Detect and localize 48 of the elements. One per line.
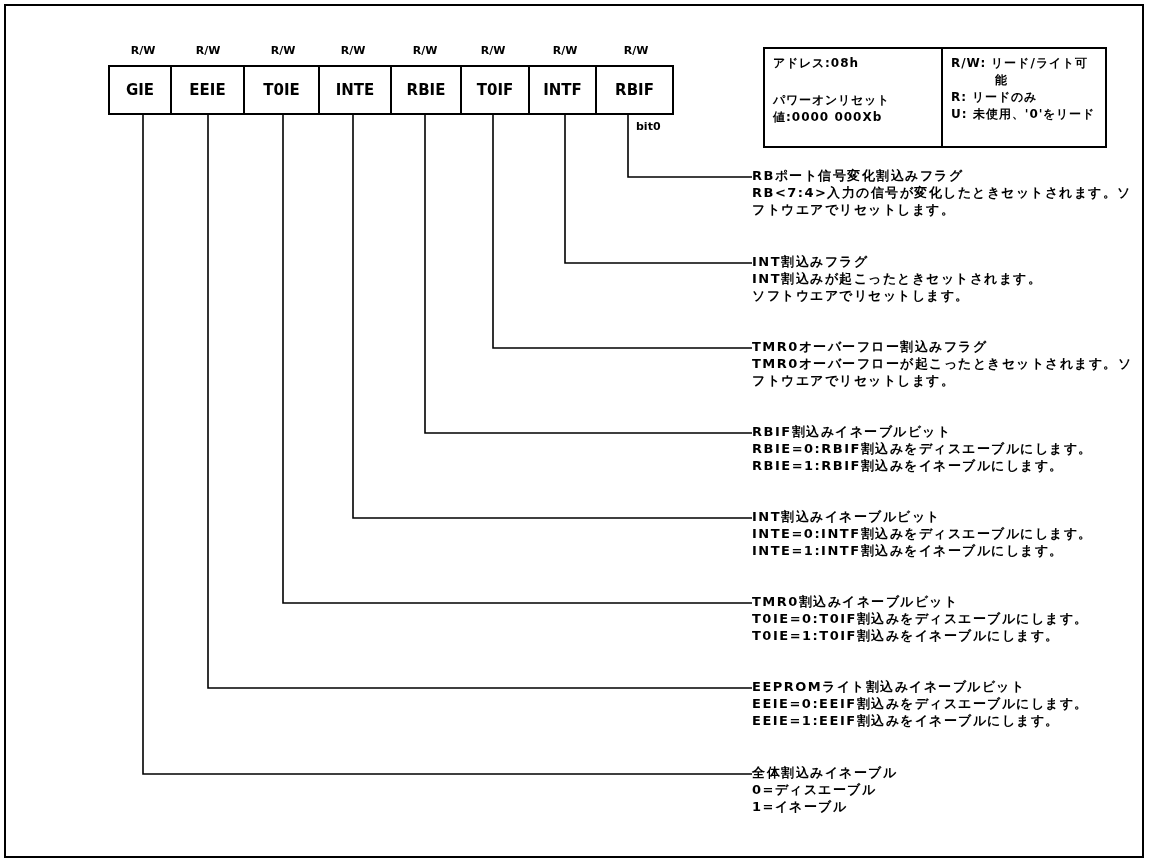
register-bit-cell: EEIE [170,65,245,115]
register-bit-cell: INTF [528,65,597,115]
register-bit-cell: T0IF [460,65,530,115]
access-label: R/W [129,44,157,57]
bit-description-text: RBIE=0:RBIF割込みをディスエーブルにします。 [752,440,1094,457]
bit-description-heading: INT割込みフラグ [752,253,870,270]
bit-description-text: INT割込みが起こったときセットされます。 [752,270,1044,287]
bit-description-text: TMR0オーバーフローが起こったときセットされます。ソフトウエアでリセットします。 [752,355,1134,389]
leader-line [627,114,753,178]
bit-description-text: RBIE=1:RBIF割込みをイネーブルにします。 [752,457,1065,474]
bit-description-heading: TMR0オーバーフロー割込みフラグ [752,338,989,355]
bit-description-text: EEIE=0:EEIF割込みをディスエーブルにします。 [752,695,1090,712]
bit-description-text: 1=イネーブル [752,798,849,815]
access-label: R/W [269,44,297,57]
bit-description-text: INTE=1:INTF割込みをイネーブルにします。 [752,542,1065,559]
access-label: R/W [551,44,579,57]
access-label: R/W [622,44,650,57]
access-label: R/W [194,44,222,57]
bit-description-text: EEIE=1:EEIF割込みをイネーブルにします。 [752,712,1061,729]
leader-line [142,114,753,775]
bit-description-heading: RBポート信号変化割込みフラグ [752,167,965,184]
bit-description-text: INTE=0:INTF割込みをディスエーブルにします。 [752,525,1094,542]
bit-description-heading: 全体割込みイネーブル [752,764,898,781]
leader-line [424,114,753,434]
leader-line [492,114,753,349]
leader-line [207,114,753,689]
access-label: R/W [411,44,439,57]
bit-description-text: T0IE=0:T0IF割込みをディスエーブルにします。 [752,610,1090,627]
leader-line [282,114,753,604]
bit-description-heading: TMR0割込みイネーブルビット [752,593,960,610]
bit-description-heading: RBIF割込みイネーブルビット [752,423,953,440]
bit-description-heading: EEPROMライト割込みイネーブルビット [752,678,1027,695]
register-bit-cell: RBIE [390,65,462,115]
bit-description-heading: INT割込みイネーブルビット [752,508,942,525]
leader-line [352,114,753,519]
access-label: R/W [339,44,367,57]
register-bit-cell: RBIF [595,65,674,115]
register-bit-cell: T0IE [243,65,320,115]
access-label: R/W [479,44,507,57]
bit-description-text: 0=ディスエーブル [752,781,878,798]
bit-description-text: ソフトウエアでリセットします。 [752,287,971,304]
register-bit-cell: GIE [108,65,172,115]
leader-line [564,114,753,264]
register-bit-cell: INTE [318,65,392,115]
register-info-cell: R/W: リード/ライト可能 R: リードのみ U: 未使用、'0'をリード [941,47,1107,148]
bit-number-label: bit0 [636,120,662,133]
bit-description-text: T0IE=1:T0IF割込みをイネーブルにします。 [752,627,1061,644]
bit-description-text: RB<7:4>入力の信号が変化したときセットされます。ソフトウエアでリセットします。 [752,184,1133,218]
